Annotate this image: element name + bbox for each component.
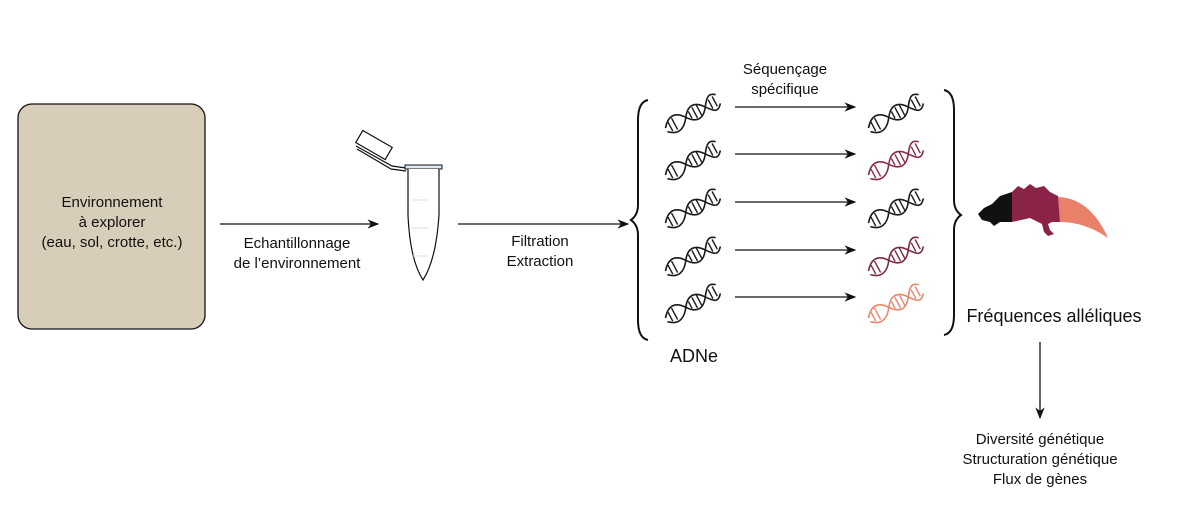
dna-icon-edna bbox=[660, 281, 724, 327]
sequencing-label-1: Séquençage bbox=[743, 61, 827, 78]
right-brace bbox=[943, 89, 963, 336]
dna-icon-edna bbox=[660, 186, 724, 232]
extraction-label-2: Extraction bbox=[507, 253, 574, 270]
environment-line-1: Environnement bbox=[62, 194, 164, 211]
left-brace bbox=[629, 99, 649, 341]
sequencing-label-2: spécifique bbox=[751, 81, 819, 98]
sample-tube-icon bbox=[354, 129, 443, 282]
sampling-label-1: Echantillonnage bbox=[244, 235, 351, 252]
environment-line-2: à explorer bbox=[79, 214, 146, 231]
dna-icon-sequenced bbox=[863, 281, 927, 327]
dna-icon-sequenced bbox=[863, 91, 927, 137]
environment-line-3: (eau, sol, crotte, etc.) bbox=[42, 234, 183, 251]
dna-icon-edna bbox=[660, 138, 724, 184]
outcome-diversity: Diversité génétique bbox=[976, 431, 1104, 448]
dna-icon-sequenced bbox=[863, 186, 927, 232]
salamander-icon bbox=[978, 184, 1108, 238]
outcome-gene-flow: Flux de gènes bbox=[993, 471, 1087, 488]
dna-icon-edna bbox=[660, 234, 724, 280]
environment-box: Environnement à explorer (eau, sol, crot… bbox=[17, 103, 206, 330]
outcome-structuring: Structuration génétique bbox=[962, 451, 1117, 468]
dna-icon-sequenced bbox=[863, 234, 927, 280]
dna-rows bbox=[660, 91, 927, 327]
dna-icon-edna bbox=[660, 91, 724, 137]
sampling-label-2: de l’environnement bbox=[234, 255, 362, 272]
extraction-label-1: Filtration bbox=[511, 233, 569, 250]
dna-icon-sequenced bbox=[863, 138, 927, 184]
allele-frequency-label: Fréquences alléliques bbox=[966, 306, 1141, 326]
edna-label: ADNe bbox=[670, 346, 718, 366]
